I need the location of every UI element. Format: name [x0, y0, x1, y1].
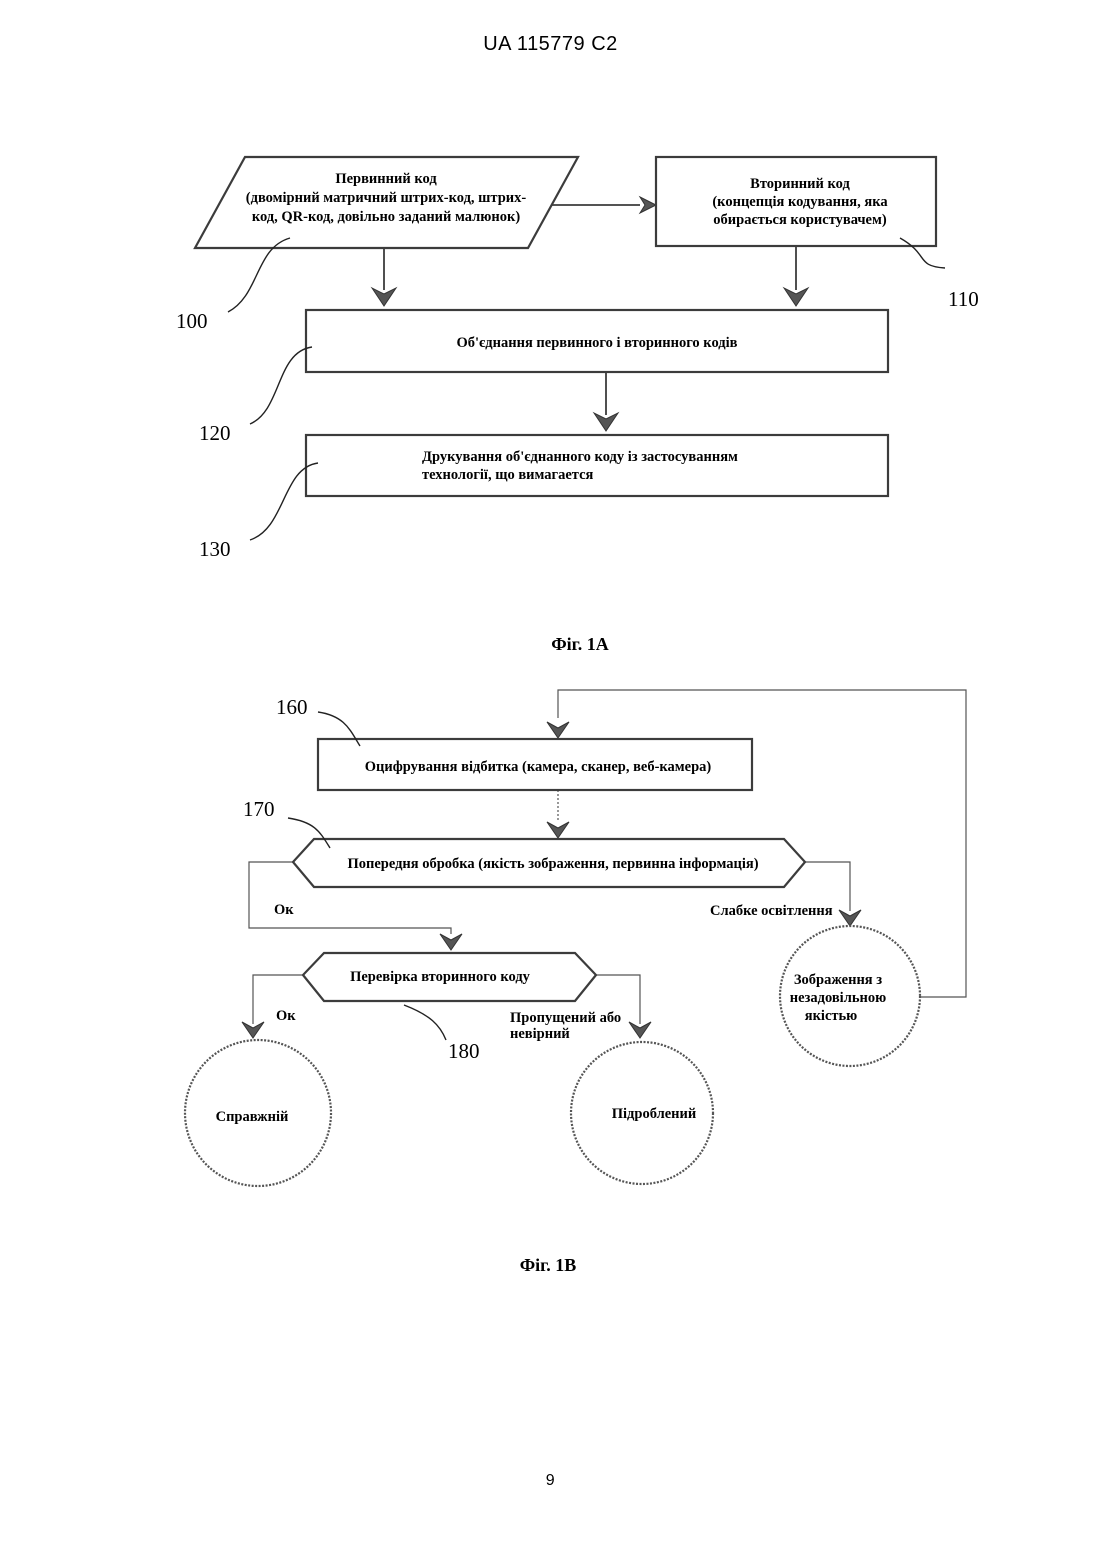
genuine-label: Справжній	[216, 1109, 289, 1125]
primary-code-line: (двомірний матричний штрих-код, штрих-	[246, 190, 527, 206]
arrowhead-down	[440, 934, 462, 950]
print-code-line: технології, що вимагается	[422, 467, 594, 483]
figure-caption-1a: Фіг. 1А	[551, 634, 609, 654]
secondary-code-title: Вторинний код	[750, 176, 850, 192]
ref-180: 180	[448, 1039, 480, 1063]
branch-label-ok: Ок	[276, 1008, 296, 1024]
ref-110: 110	[948, 287, 979, 311]
bad-image-label: Зображення з	[794, 972, 882, 988]
counterfeit-label: Підроблений	[612, 1106, 696, 1122]
bad-image-label: якістью	[805, 1008, 858, 1024]
branch-label-ok: Ок	[274, 902, 294, 918]
bad-image-label: незадовільною	[790, 990, 886, 1006]
arrowhead-down	[629, 1022, 651, 1038]
primary-code-title: Первинний код	[335, 171, 437, 187]
ref-120: 120	[199, 421, 231, 445]
secondary-code-line: (концепція кодування, яка	[712, 194, 888, 210]
ref-100: 100	[176, 309, 208, 333]
arrowhead-down	[547, 722, 569, 738]
ref-130: 130	[199, 537, 231, 561]
branch-label-missing: Пропущений або	[510, 1010, 621, 1026]
arrowhead-down	[784, 288, 808, 306]
leader-180	[404, 1005, 446, 1040]
secondary-code-line: обирається користувачем)	[713, 212, 887, 228]
figure-caption-1b: Фіг. 1В	[520, 1255, 577, 1275]
ref-160: 160	[276, 695, 308, 719]
digitize-label: Оцифрування відбитка (камера, сканер, ве…	[365, 759, 712, 775]
print-code-line: Друкування об'єднанного коду із застосув…	[422, 449, 738, 465]
ref-170: 170	[243, 797, 275, 821]
arrowhead-down	[594, 413, 618, 431]
arrowhead-down	[547, 822, 569, 838]
arrowhead-down	[372, 288, 396, 306]
arrowhead-down	[839, 910, 861, 926]
branch-label-missing: невірний	[510, 1026, 570, 1042]
primary-code-line: код, QR-код, довільно заданий малюнок)	[252, 209, 521, 225]
leader-120	[250, 347, 312, 424]
arrowhead-down	[242, 1022, 264, 1038]
preprocess-label: Попередня обробка (якість зображення, пе…	[347, 856, 758, 872]
branch-label-weak-light: Слабке освітлення	[710, 903, 833, 919]
print-code-block	[306, 435, 888, 496]
page-number: 9	[0, 1472, 1101, 1490]
arrowhead-right	[640, 197, 656, 213]
secondary-check-label: Перевірка вторинного коду	[350, 969, 531, 985]
combine-codes-label: Об'єднання первинного і вторинного кодів	[456, 335, 737, 351]
